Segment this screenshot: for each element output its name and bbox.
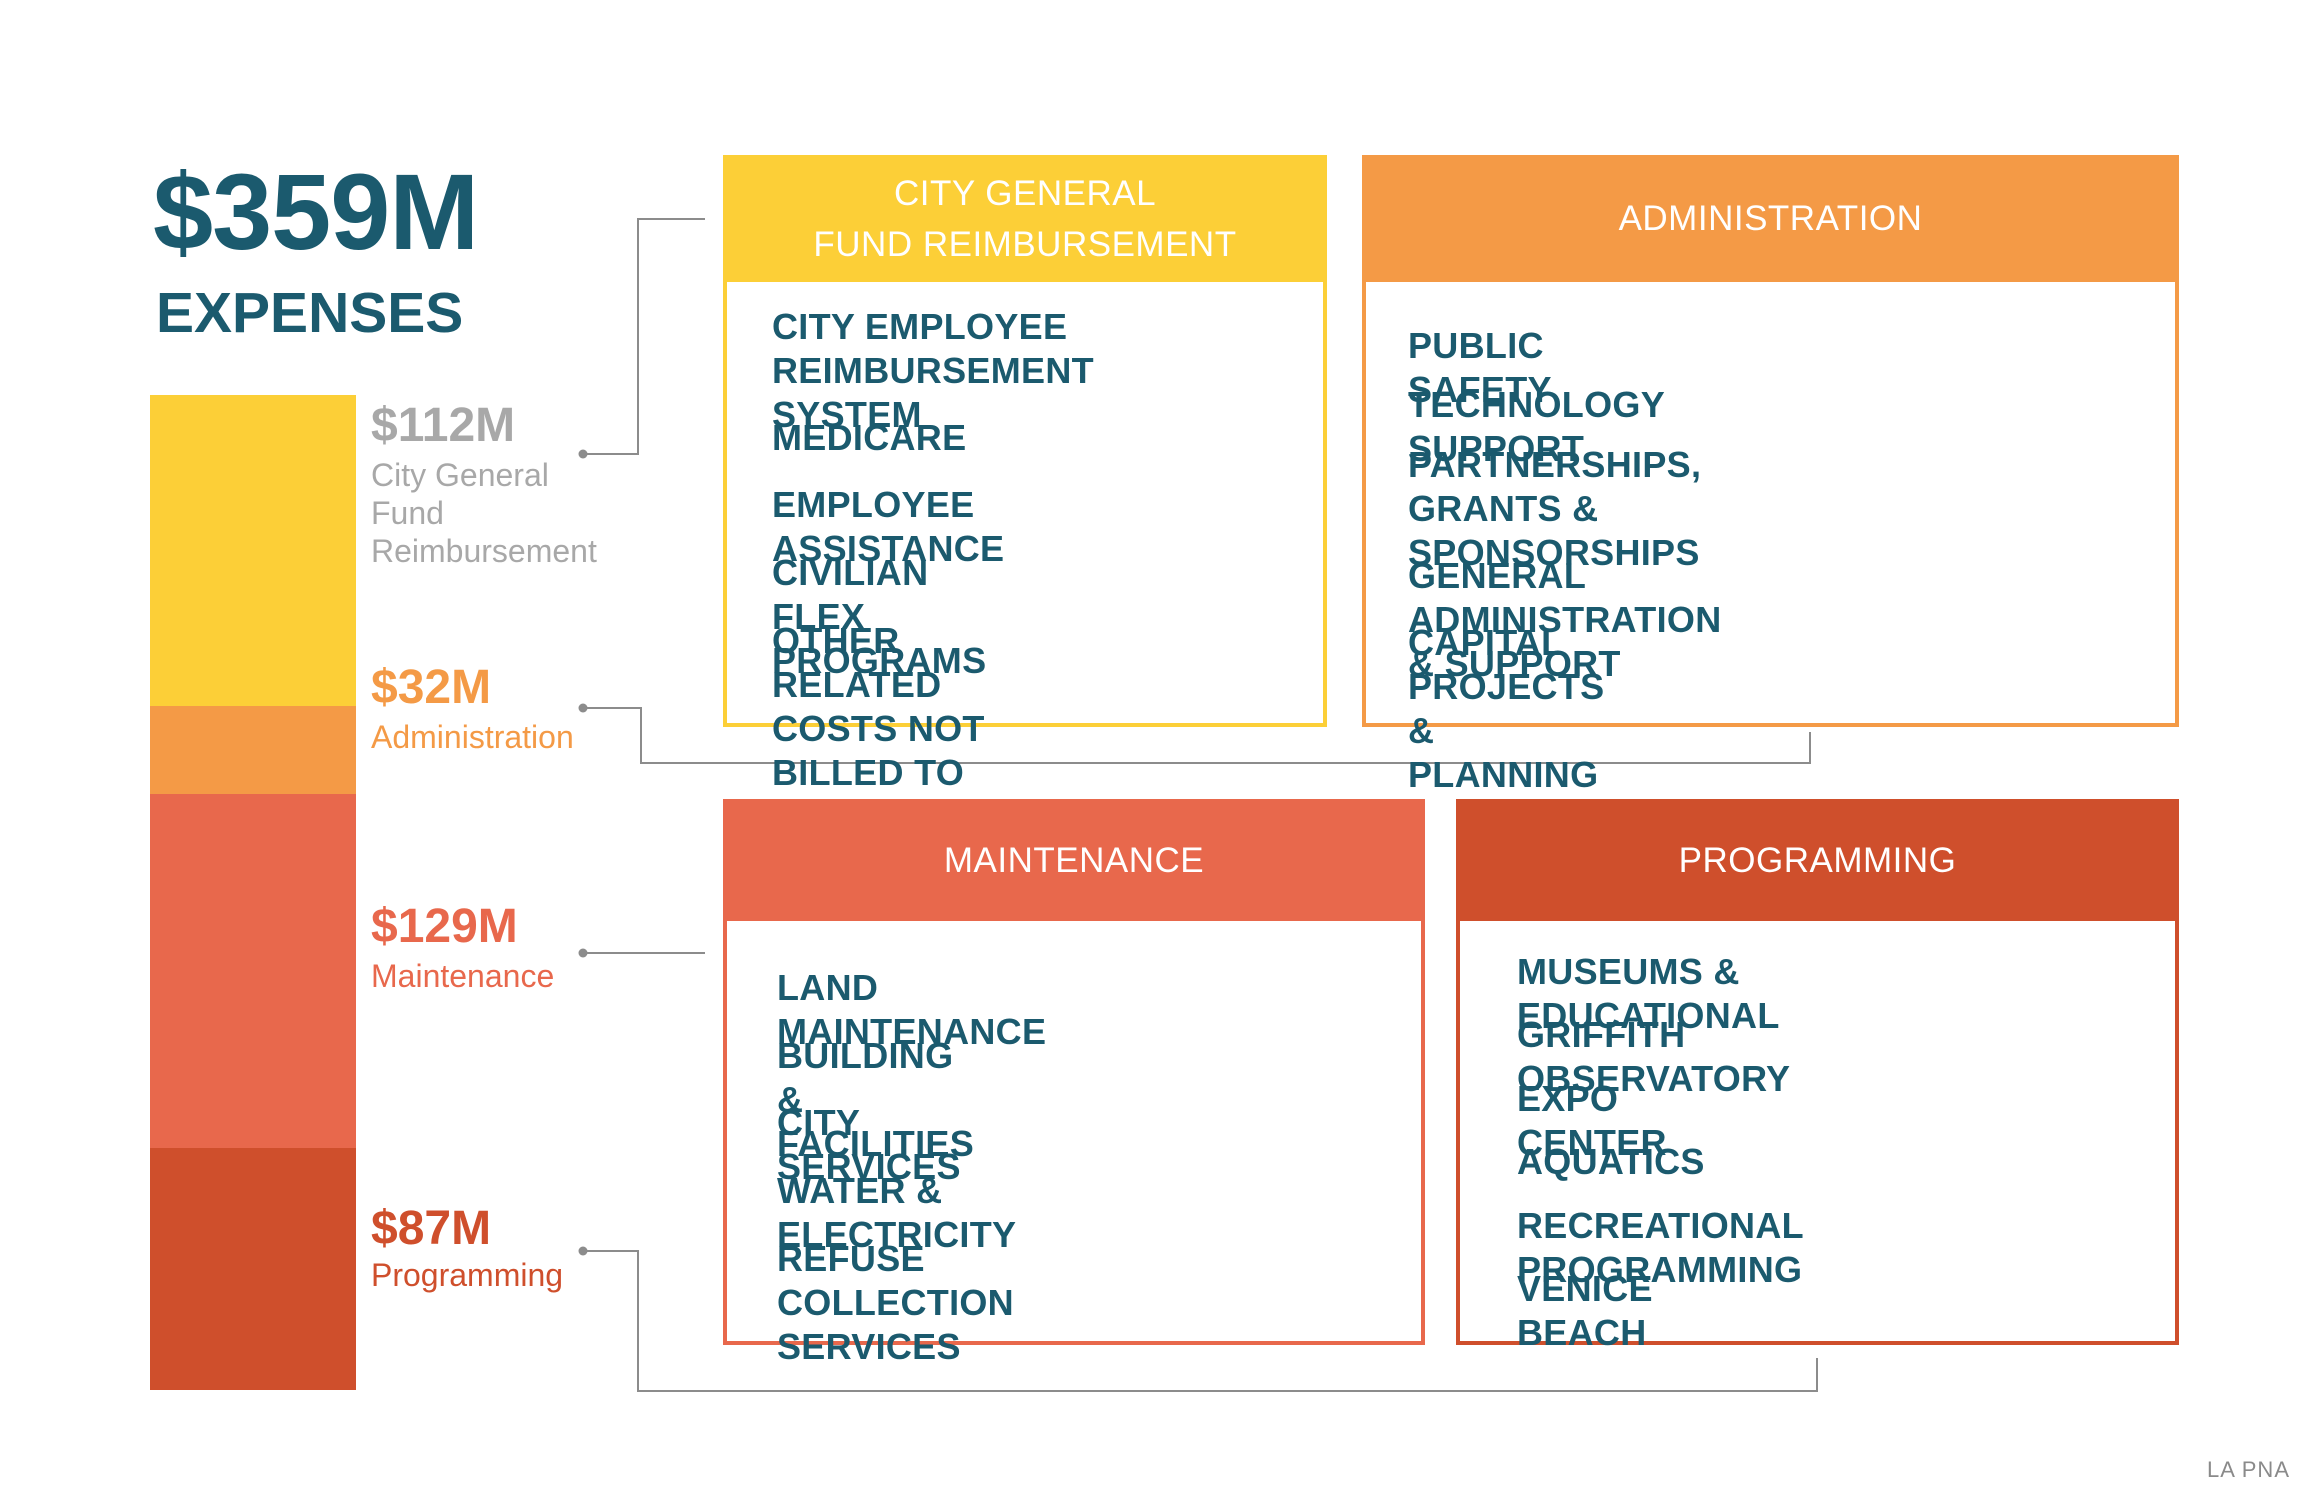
list-item: CITY EMPLOYEE REIMBURSEMENT SYSTEM: [772, 306, 1094, 435]
card-maintenance-title: MAINTENANCE: [723, 799, 1425, 921]
source-credit: LA PNA: [2206, 1457, 2290, 1482]
total-expenses-amount: $359M: [153, 151, 479, 272]
bar-segment-administration: [150, 706, 356, 794]
amount-maintenance: $129M: [371, 900, 518, 953]
list-item: TECHNOLOGY SUPPORT: [1408, 384, 1665, 469]
list-item: BUILDING & FACILITIES: [777, 1035, 975, 1164]
list-item: AQUATICS: [1517, 1141, 1705, 1182]
label-programming: Programming: [371, 1257, 564, 1293]
card-administration-title: ADMINISTRATION: [1362, 155, 2179, 282]
label-maintenance: Maintenance: [371, 958, 555, 994]
connector-general-fund: [583, 218, 705, 455]
amount-programming: $87M: [371, 1202, 492, 1255]
total-expenses-label: EXPENSES: [156, 281, 464, 345]
list-item: VENICE BEACH: [1517, 1268, 1653, 1353]
list-item: MEDICARE: [772, 417, 967, 458]
card-general-fund-title: CITY GENERAL FUND REIMBURSEMENT: [723, 155, 1327, 282]
card-general-fund: CITY GENERAL FUND REIMBURSEMENT CITY EMP…: [723, 155, 1327, 881]
list-item: PARTNERSHIPS, GRANTS & SPONSORSHIPS: [1408, 444, 1702, 573]
bar-segment-programming: [150, 1148, 356, 1390]
list-item: CAPITAL PROJECTS & PLANNING: [1408, 622, 1605, 795]
connector-dot: [578, 449, 588, 459]
card-programming: PROGRAMMING MUSEUMS & EDUCATIONAL GRIFFI…: [1456, 799, 2179, 1353]
list-item: PUBLIC SAFETY: [1408, 325, 1552, 410]
list-item: GENERAL ADMINISTRATION & SUPPORT: [1408, 555, 1722, 684]
label-administration: Administration: [371, 719, 574, 755]
list-item: REFUSE COLLECTION SERVICES: [777, 1238, 1014, 1367]
bar-segment-general-fund: [150, 395, 356, 706]
card-maintenance: MAINTENANCE LAND MAINTENANCE BUILDING & …: [723, 799, 1425, 1367]
card-administration: ADMINISTRATION PUBLIC SAFETY TECHNOLOGY …: [1362, 155, 2179, 795]
amount-general-fund: $112M: [371, 399, 516, 452]
list-item: RECREATIONAL PROGRAMMING: [1517, 1205, 1804, 1290]
list-item: MUSEUMS & EDUCATIONAL: [1517, 951, 1780, 1036]
label-general-fund: City General Fund Reimbursement: [371, 457, 597, 569]
amount-administration: $32M: [371, 661, 492, 714]
card-programming-title: PROGRAMMING: [1456, 799, 2179, 921]
list-item: CITY SERVICES: [777, 1102, 961, 1187]
connector-programming: [583, 1250, 1818, 1392]
connector-dot: [578, 703, 588, 713]
list-item: CIVILIAN FLEX PROGRAMS: [772, 552, 987, 681]
connector-administration: [583, 707, 1811, 764]
bar-segment-maintenance: [150, 794, 356, 1148]
list-item: LAND MAINTENANCE: [777, 967, 1047, 1052]
list-item: EXPO CENTER: [1517, 1078, 1667, 1163]
list-item: GRIFFITH OBSERVATORY: [1517, 1014, 1791, 1099]
list-item: EMPLOYEE ASSISTANCE: [772, 484, 1005, 569]
connector-dot: [578, 1246, 588, 1256]
list-item: WATER & ELECTRICITY: [777, 1170, 1017, 1255]
connector-dot: [578, 948, 588, 958]
